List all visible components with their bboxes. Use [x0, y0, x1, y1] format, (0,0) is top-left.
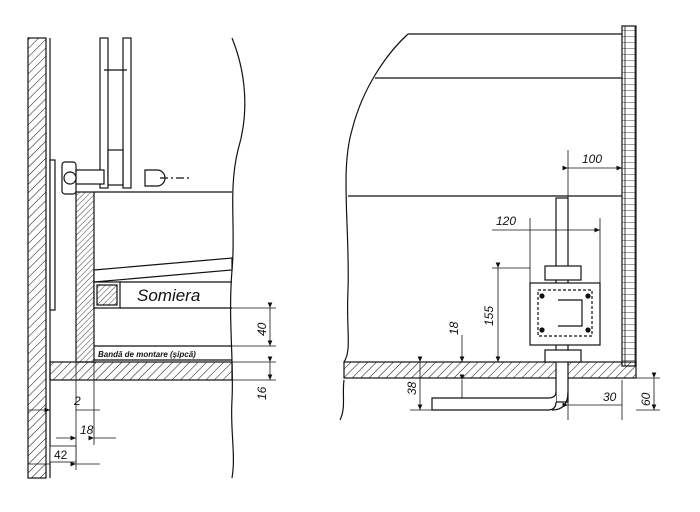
- clamp-top: [544, 265, 582, 281]
- wall-hatch: [27, 37, 47, 479]
- mechanism-rod-left: [99, 37, 109, 189]
- hook-bracket: [558, 299, 583, 327]
- mounting-plate: [529, 282, 601, 346]
- side-wall-brick: [621, 25, 637, 367]
- right-elevation-view: [339, 25, 637, 421]
- mechanism-rod-right: [122, 37, 132, 189]
- dim-38: 38: [405, 381, 419, 395]
- mounting-plate-inner: [537, 289, 593, 337]
- dim-40: 40: [255, 322, 269, 336]
- dim-30: 30: [603, 390, 617, 404]
- mattress-edge: [93, 257, 233, 283]
- dim-60: 60: [639, 392, 653, 406]
- floor-right: [343, 361, 637, 379]
- somiera-label: Somiera: [137, 286, 200, 305]
- floor-slab: [49, 361, 233, 381]
- break-line-right: [343, 33, 409, 363]
- bed-frame-post: [75, 191, 95, 363]
- clamp-bottom: [544, 349, 582, 363]
- wall-panel: [49, 159, 56, 311]
- dim-42: 42: [54, 448, 68, 462]
- break-line-left: [229, 37, 246, 479]
- left-section-view: [27, 37, 246, 479]
- break-line-right-bottom: [339, 379, 345, 421]
- dim-100: 100: [582, 152, 602, 166]
- horizontal-pipe: [431, 391, 557, 411]
- mounting-strip-label: Bandă de montare (şipcă): [98, 350, 196, 359]
- dim-120: 120: [496, 214, 516, 228]
- dim-2: 2: [73, 394, 81, 408]
- mechanism-arm: [107, 149, 124, 186]
- dim-42-box: [49, 445, 77, 463]
- pivot-bolt: [61, 161, 190, 195]
- dim-155: 155: [482, 306, 496, 326]
- right-dimensions: [410, 150, 660, 420]
- dim-18-right: 18: [447, 321, 461, 335]
- dim-16: 16: [255, 386, 269, 400]
- dim-18: 18: [80, 423, 94, 437]
